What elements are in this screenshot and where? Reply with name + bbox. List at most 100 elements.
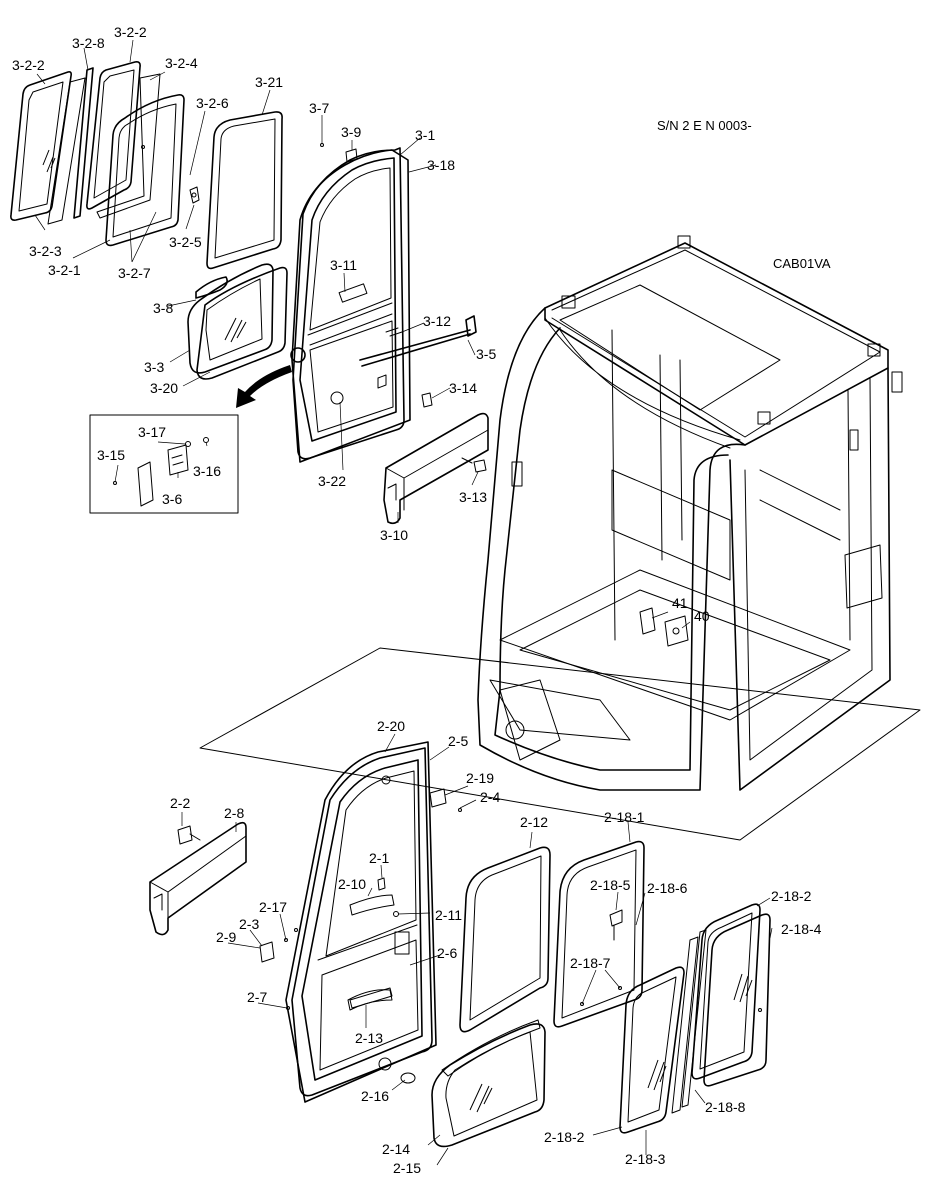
knob-2-16 (400, 1072, 416, 1084)
window-glass-2-18-3 (619, 966, 685, 1134)
callout-2-18-5: 2-18-5 (590, 877, 631, 893)
step-cover-2-8 (149, 821, 247, 936)
cab-frame (477, 235, 903, 791)
upper-window-glass-3-2-2 (10, 71, 72, 221)
lower-window-3-3 (187, 263, 288, 380)
callout-3-21: 3-21 (255, 74, 283, 90)
callout-2-18-3: 2-18-3 (625, 1151, 666, 1167)
callout-2-19: 2-19 (466, 770, 494, 786)
callout-3-9: 3-9 (341, 124, 361, 140)
upper-window-strip-3-2-8 (73, 67, 94, 219)
door-seal-3-18 (291, 149, 411, 463)
callout-3-15: 3-15 (97, 447, 125, 463)
callout-2-10: 2-10 (338, 876, 366, 892)
callout-3-2-4: 3-2-4 (165, 55, 198, 71)
callout-3-2-8: 3-2-8 (72, 35, 105, 51)
direction-arrow (236, 365, 292, 408)
window-frame-2-18-4 (703, 913, 771, 1087)
callout-3-2-7: 3-2-7 (118, 265, 151, 281)
callout-2-3: 2-3 (239, 916, 259, 932)
callout-2-14: 2-14 (382, 1141, 410, 1157)
callout-3-2-1: 3-2-1 (48, 262, 81, 278)
bolt-3-13 (461, 457, 487, 473)
callout-2-16: 2-16 (361, 1088, 389, 1104)
handle-3-8 (195, 276, 228, 299)
part-2-9 (259, 928, 298, 963)
window-glass-2-18-2 (691, 903, 761, 1080)
hinge-plate-3-9 (345, 148, 358, 163)
callout-3-14: 3-14 (449, 380, 477, 396)
callout-2-5: 2-5 (448, 733, 468, 749)
callout-2-9: 2-9 (216, 929, 236, 945)
callout-41: 41 (672, 595, 688, 611)
upper-window-glass-3-2-3 (47, 77, 86, 225)
callout-2-15: 2-15 (393, 1160, 421, 1176)
callout-3-2-6: 3-2-6 (196, 95, 229, 111)
callout-3-22: 3-22 (318, 473, 346, 489)
callout-2-4: 2-4 (480, 789, 500, 805)
seal-2-20 (285, 741, 437, 1103)
callout-2-6: 2-6 (437, 945, 457, 961)
hinge-2-19 (429, 788, 462, 812)
callout-2-18-7: 2-18-7 (570, 955, 611, 971)
callout-3-18: 3-18 (427, 157, 455, 173)
callout-3-8: 3-8 (153, 300, 173, 316)
callout-2-2: 2-2 (170, 795, 190, 811)
projection-plane (199, 647, 921, 841)
callout-2-12: 2-12 (520, 814, 548, 830)
knob-2-1 (377, 877, 386, 891)
callout-2-1: 2-1 (369, 850, 389, 866)
lower-window-seal-2-15 (441, 1019, 541, 1077)
window-latch-3-2-5 (189, 186, 200, 204)
callout-3-13: 3-13 (459, 489, 487, 505)
handle-2-13 (349, 987, 393, 1009)
callout-3-20: 3-20 (150, 380, 178, 396)
window-seal-3-21 (206, 111, 283, 270)
bolt-2-2 (177, 825, 201, 845)
callout-2-13: 2-13 (355, 1030, 383, 1046)
door-3-1 (292, 147, 405, 460)
serial-code: S/N 2 E N 0003- (657, 118, 752, 133)
callout-3-10: 3-10 (380, 527, 408, 543)
latch-3-12 (385, 327, 403, 337)
callout-2-7: 2-7 (247, 989, 267, 1005)
callout-3-16: 3-16 (193, 463, 221, 479)
callout-2-17: 2-17 (259, 899, 287, 915)
callout-40: 40 (694, 608, 710, 624)
callout-3-11: 3-11 (330, 257, 357, 273)
callout-3-7: 3-7 (309, 100, 329, 116)
callout-2-18-1: 2-18-1 (604, 809, 645, 825)
callout-3-6: 3-6 (162, 491, 182, 507)
callout-2-20: 2-20 (377, 718, 405, 734)
pin-3-7 (320, 143, 324, 147)
callout-2-11: 2-11 (435, 907, 462, 923)
callout-3-2-5: 3-2-5 (169, 234, 202, 250)
callout-2-18-2a: 2-18-2 (771, 888, 812, 904)
latch-2-10 (349, 894, 395, 916)
callout-3-17: 3-17 (138, 424, 166, 440)
upper-window-frame-3-2-4 (96, 73, 161, 219)
callout-2-8: 2-8 (224, 805, 244, 821)
callout-2-18-2b: 2-18-2 (544, 1129, 585, 1145)
knob-3-20 (290, 347, 306, 363)
upper-window-sash-3-2-1 (105, 94, 185, 247)
callout-3-2-3: 3-2-3 (29, 243, 62, 259)
callout-3-3: 3-3 (144, 359, 164, 375)
callout-3-2-2b: 3-2-2 (114, 24, 147, 40)
window-seal-2-12 (459, 846, 551, 1033)
callout-2-18-8: 2-18-8 (705, 1099, 746, 1115)
callout-2-18-6: 2-18-6 (647, 880, 688, 896)
rod-3-5 (359, 315, 477, 367)
step-cover-3-10 (383, 412, 489, 525)
bolt-3-14 (421, 392, 433, 408)
callout-3-1: 3-1 (415, 127, 435, 143)
bolt-2-11 (393, 911, 399, 917)
callout-3-12: 3-12 (423, 313, 451, 329)
callout-3-2-2a: 3-2-2 (12, 57, 45, 73)
window-frame-2-18-1 (553, 840, 645, 1028)
cab-code: CAB01VA (773, 256, 831, 271)
callout-2-18-4: 2-18-4 (781, 921, 822, 937)
callout-3-5: 3-5 (476, 346, 496, 362)
